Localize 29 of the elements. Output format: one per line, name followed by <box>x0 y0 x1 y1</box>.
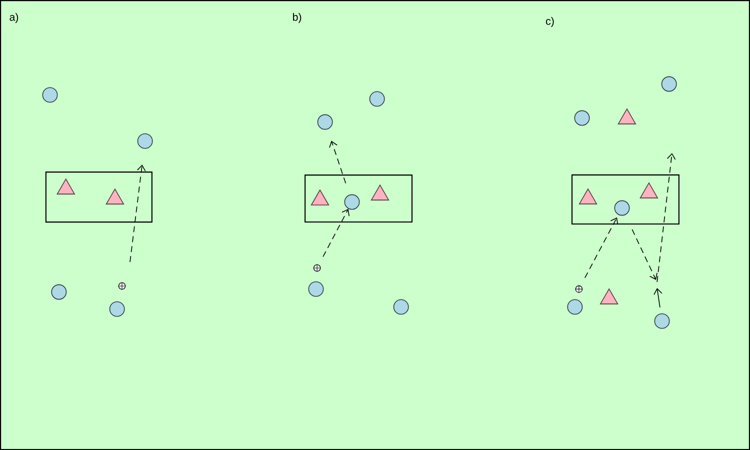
pass-arrow <box>632 229 658 280</box>
panel-label: b) <box>293 13 302 23</box>
zone-rectangle <box>304 174 413 223</box>
pass-arrow <box>329 140 346 184</box>
zone-rectangle <box>571 174 680 225</box>
panel-label: c) <box>546 17 554 27</box>
player-circle <box>661 76 677 92</box>
player-circle <box>137 133 153 149</box>
pass-arrow <box>322 208 350 258</box>
player-circle <box>308 281 324 297</box>
player-circle <box>369 91 385 107</box>
player-circle <box>654 313 670 329</box>
pass-arrow <box>654 288 662 308</box>
pass-arrow <box>130 164 146 262</box>
player-circle <box>344 194 360 210</box>
player-circle <box>51 284 67 300</box>
zone-rectangle <box>45 172 152 223</box>
player-circle <box>567 299 583 315</box>
player-circle <box>42 87 58 103</box>
ball-icon <box>575 285 583 293</box>
ball-icon <box>313 264 321 272</box>
player-circle <box>393 299 409 315</box>
player-circle <box>574 110 590 126</box>
player-circle <box>317 114 333 130</box>
ball-icon <box>118 282 126 290</box>
player-circle <box>614 200 630 216</box>
panel-label: a) <box>10 13 18 23</box>
player-circle <box>109 301 125 317</box>
pass-arrow <box>584 217 618 278</box>
